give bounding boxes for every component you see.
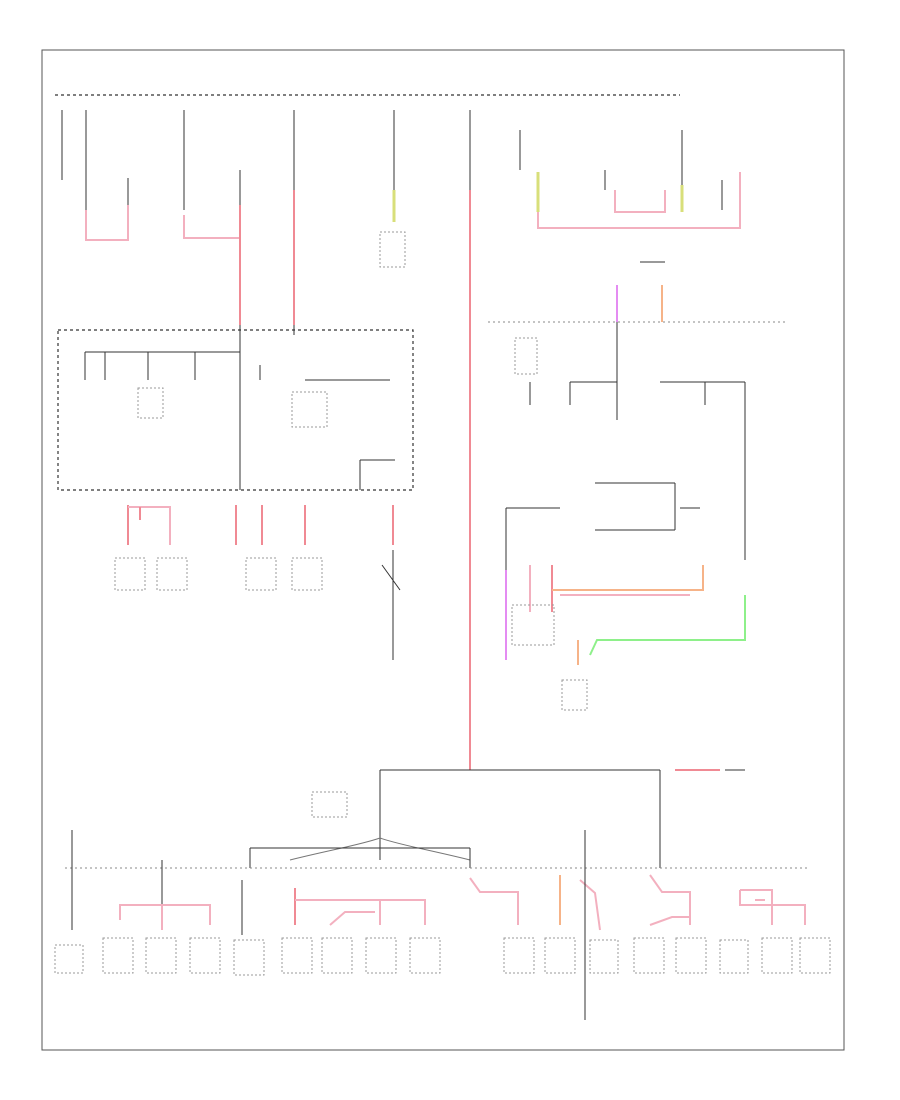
junction-block-left (57, 325, 414, 491)
headlamp-switch-right (505, 482, 746, 711)
right-relay (514, 337, 538, 375)
left-switch-2 (156, 557, 188, 591)
bottom-components (71, 830, 806, 1020)
fuse-group-left (61, 110, 471, 210)
center-bus (249, 769, 745, 868)
junction-relay-box (291, 391, 328, 428)
right-junction (488, 285, 785, 560)
switches-left (114, 505, 401, 660)
center-relay (311, 791, 348, 818)
relay-top-middle (379, 231, 406, 268)
left-switch-1 (114, 557, 146, 591)
middle-switch-1 (245, 557, 277, 591)
middle-switch-2 (291, 557, 323, 591)
right-headlamp (511, 604, 555, 646)
left-headlamp-connector (561, 679, 588, 711)
junction-relay-inner (137, 387, 164, 419)
diagram-frame (41, 49, 845, 1051)
fuse-group-right (519, 130, 741, 263)
bottom-component-row (54, 937, 831, 976)
red-wires-top-left (85, 190, 471, 770)
